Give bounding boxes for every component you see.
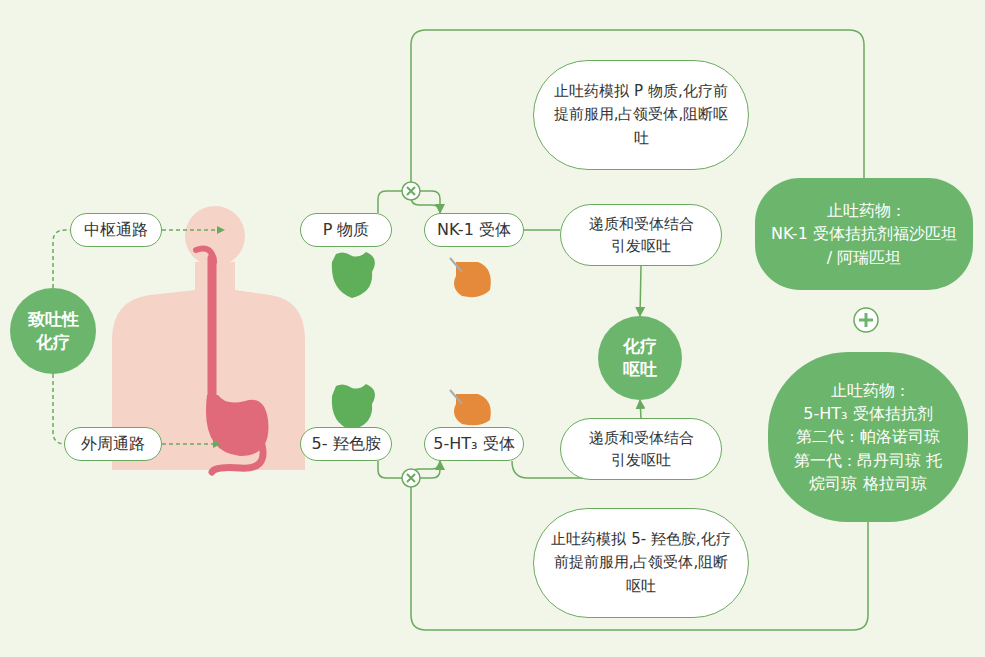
peripheral-pointer	[162, 443, 220, 445]
serotonin-icon	[332, 384, 375, 430]
esophagus	[208, 258, 217, 400]
drug-box: 止吐药物 :NK-1 受体拮抗剂福沙匹坦 / 阿瑞匹坦	[755, 178, 973, 290]
central-pointer	[162, 229, 224, 231]
node-text: 递质和受体结合引发呕吐	[585, 213, 697, 258]
plus-cross	[859, 313, 873, 327]
block-circle	[402, 182, 420, 200]
block-symbol	[402, 469, 420, 487]
receptor-box: NK-1 受体	[424, 213, 524, 247]
block-cross	[407, 187, 415, 195]
node-text: 止吐药物 :	[827, 199, 901, 222]
receptor-box: 5-HT₃ 受体	[424, 427, 524, 461]
cause-circle: 致吐性化疗	[10, 288, 96, 374]
5ht3-receptor-icon	[454, 394, 491, 425]
pathway-box: 外周通路	[64, 427, 162, 461]
mechanism-box: 递质和受体结合引发呕吐	[560, 418, 722, 480]
pathway-box: 中枢通路	[70, 213, 162, 247]
transmitter-box: P 物质	[300, 213, 392, 247]
node-text: 止吐药模拟 5- 羟色胺,化疗前提前服用,占领受体,阻断呕吐	[548, 528, 734, 598]
node-text: NK-1 受体	[437, 220, 511, 241]
node-text: 止吐药模拟 P 物质,化疗前提前服用,占领受体,阻断呕吐	[548, 80, 734, 150]
block-cross	[407, 474, 415, 482]
node-text: 5-HT₃ 受体拮抗剂	[803, 402, 932, 425]
connector	[640, 400, 641, 418]
node-text: 外周通路	[81, 434, 145, 455]
node-text: 5-HT₃ 受体	[433, 434, 514, 455]
node-text: NK-1 受体拮抗剂福沙匹坦 / 阿瑞匹坦	[769, 222, 959, 268]
result-circle: 化疗呕吐	[598, 316, 682, 400]
block-circle	[402, 469, 420, 487]
mechanism-box: 递质和受体结合引发呕吐	[560, 204, 722, 266]
node-text: 止吐药物 :	[831, 379, 905, 402]
node-text: 化疗呕吐	[620, 335, 660, 381]
receptor-stem	[450, 390, 462, 404]
connector	[524, 229, 560, 231]
duodenum	[212, 445, 263, 472]
block-symbol	[402, 182, 420, 200]
connector	[640, 266, 641, 316]
node-text: P 物质	[323, 220, 370, 241]
note-callout: 止吐药模拟 5- 羟色胺,化疗前提前服用,占领受体,阻断呕吐	[533, 508, 749, 618]
transmitter-box: 5- 羟色胺	[300, 427, 392, 461]
nk1-receptor-icon	[454, 262, 491, 297]
node-text: 致吐性化疗	[26, 308, 80, 354]
node-text: 中枢通路	[84, 220, 148, 241]
receptor-stem	[450, 258, 462, 272]
substance-p-icon	[332, 252, 375, 298]
drug-box: 止吐药物 :5-HT₃ 受体拮抗剂第二代 : 帕洛诺司琼第一代 : 昂丹司琼 托…	[768, 352, 968, 522]
node-text: 第二代 : 帕洛诺司琼	[796, 425, 940, 448]
connector	[53, 374, 65, 444]
connector	[53, 230, 70, 288]
plus-circle	[854, 308, 878, 332]
node-text: 第一代 : 昂丹司琼 托烷司琼 格拉司琼	[793, 449, 943, 495]
node-text: 5- 羟色胺	[311, 434, 380, 455]
node-text: 递质和受体结合引发呕吐	[585, 427, 697, 472]
plus-symbol	[854, 308, 878, 332]
note-callout: 止吐药模拟 P 物质,化疗前提前服用,占领受体,阻断呕吐	[533, 60, 749, 170]
